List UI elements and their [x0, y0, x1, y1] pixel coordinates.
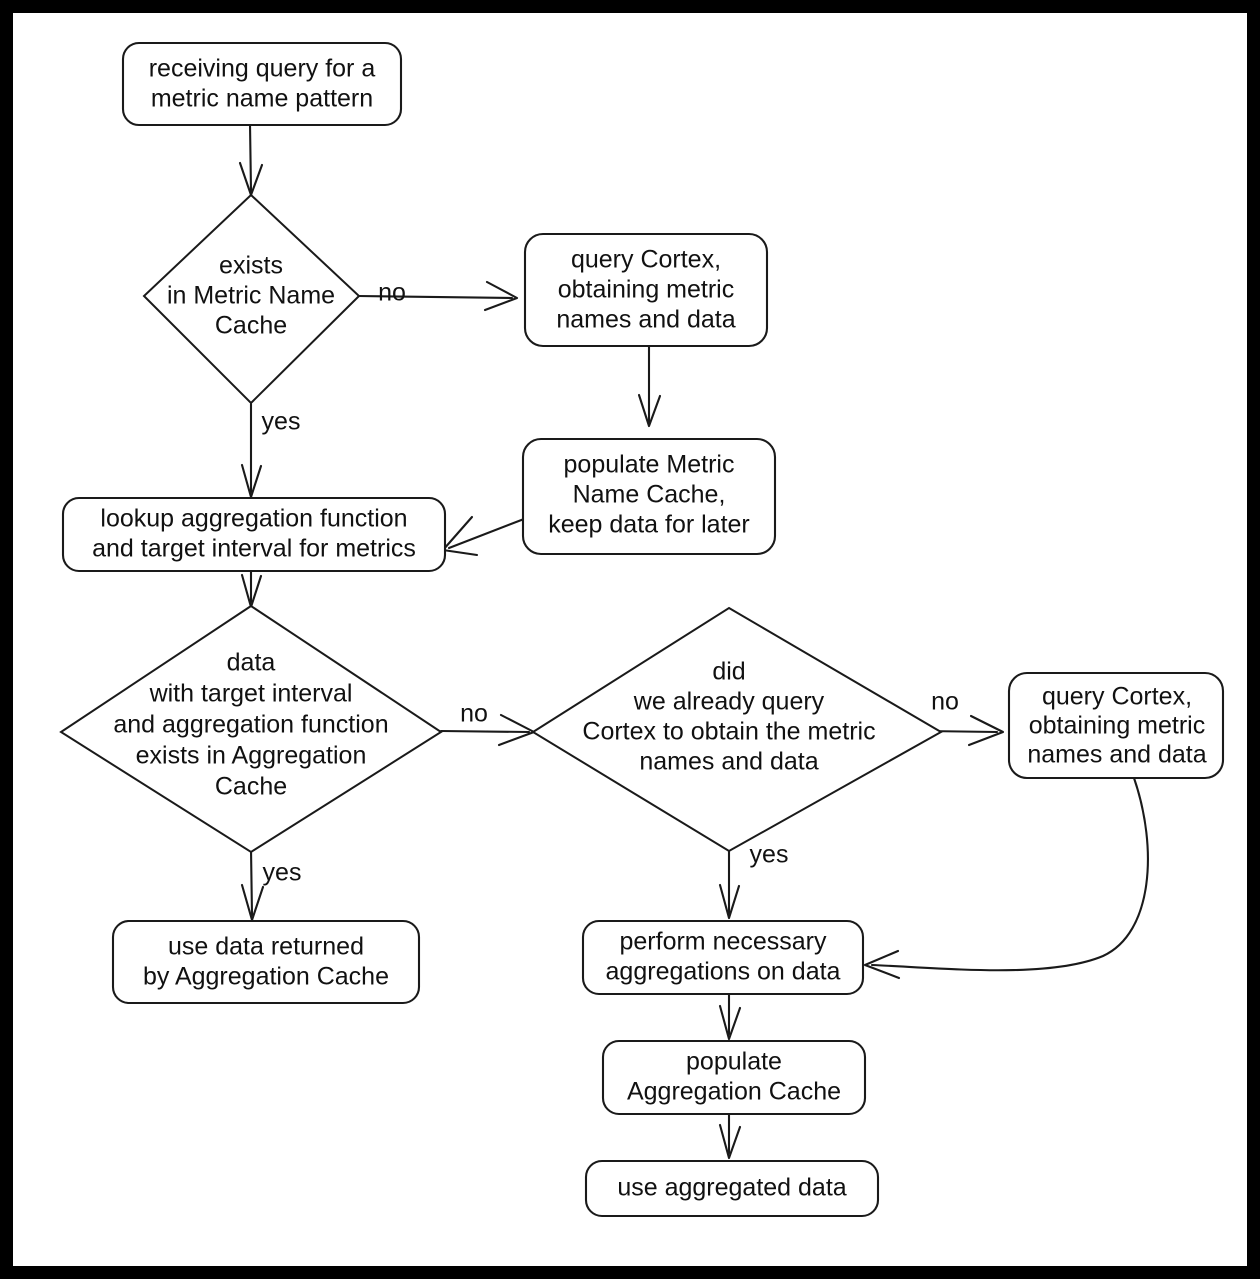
node-use-data-returned[interactable]: use data returned by Aggregation Cache [111, 919, 421, 1005]
node-query-cortex-bottom-line-2: names and data [1027, 741, 1206, 769]
node-populate-mnc-line-0: populate Metric [564, 451, 735, 479]
node-exists-aggregation-cache-shape [59, 604, 443, 854]
node-perform-agg-line-1: aggregations on data [606, 958, 841, 986]
node-lookup-aggregation[interactable]: lookup aggregation function and target i… [61, 496, 447, 573]
node-exists-line-0: exists [219, 252, 283, 280]
node-query-cortex-top-line-1: obtaining metric [558, 276, 734, 304]
edge-populate-agg-cache-to-use-aggregated [718, 1112, 742, 1160]
node-use-aggregated-data-shape [584, 1159, 880, 1218]
edge-label-agg-cache-yes: yes [263, 859, 302, 887]
node-lookup-line-0: lookup aggregation function [100, 505, 407, 533]
node-use-aggregated-line-0: use aggregated data [617, 1174, 846, 1202]
node-perform-agg-line-0: perform necessary [619, 928, 827, 956]
node-populate-metric-name-cache[interactable]: populate Metric Name Cache, keep data fo… [521, 437, 777, 556]
node-exists-metric-name-cache-shape [142, 193, 361, 405]
node-agg-cache-line-1: with target interval [149, 680, 353, 708]
node-already-query-line-0: did [712, 658, 745, 686]
node-already-query-line-2: Cortex to obtain the metric [582, 718, 875, 746]
node-lookup-line-1: and target interval for metrics [92, 535, 416, 563]
node-did-we-already-query-shape [531, 606, 944, 853]
node-query-cortex-bottom-shape [1007, 671, 1225, 780]
edge-query-cortex-bottom-to-perform-agg [863, 776, 1149, 980]
node-populate-agg-line-1: Aggregation Cache [627, 1078, 841, 1106]
node-query-cortex-top[interactable]: query Cortex, obtaining metric names and… [523, 232, 769, 348]
edge-exists-yes-to-lookup [240, 402, 263, 499]
node-lookup-aggregation-shape [61, 496, 447, 573]
node-populate-metric-name-cache-shape [521, 437, 777, 556]
node-query-cortex-top-line-0: query Cortex, [571, 246, 721, 274]
node-query-cortex-bottom-line-1: obtaining metric [1029, 712, 1205, 740]
edge-populate-cache-to-lookup [441, 515, 526, 557]
edge-label-already-query-no: no [931, 688, 959, 716]
edge-start-to-exists [238, 122, 264, 197]
edge-label-exists-yes: yes [262, 408, 301, 436]
edge-exists-no-to-query-cortex [356, 280, 519, 312]
edge-perform-agg-to-populate-agg-cache [718, 992, 742, 1041]
node-start-line-0: receiving query for a [149, 55, 376, 83]
node-already-query-line-1: we already query [633, 688, 825, 716]
node-exists-metric-name-cache[interactable]: exists in Metric Name Cache [142, 193, 361, 405]
node-start-line-1: metric name pattern [151, 85, 373, 113]
node-exists-line-1: in Metric Name [167, 282, 335, 310]
node-populate-mnc-line-2: keep data for later [548, 511, 750, 539]
node-populate-mnc-line-1: Name Cache, [573, 481, 726, 509]
node-agg-cache-line-3: exists in Aggregation [136, 742, 367, 770]
node-perform-aggregations[interactable]: perform necessary aggregations on data [581, 919, 865, 996]
node-query-cortex-bottom[interactable]: query Cortex, obtaining metric names and… [1007, 671, 1225, 780]
node-use-aggregated-data[interactable]: use aggregated data [584, 1159, 880, 1218]
node-populate-agg-line-0: populate [686, 1048, 782, 1076]
edge-label-exists-no: no [378, 279, 406, 307]
node-exists-line-2: Cache [215, 312, 287, 340]
node-query-cortex-bottom-line-0: query Cortex, [1042, 683, 1192, 711]
node-use-data-line-0: use data returned [168, 933, 364, 961]
node-exists-aggregation-cache[interactable]: data with target interval and aggregatio… [59, 604, 443, 854]
node-agg-cache-line-2: and aggregation function [113, 711, 388, 739]
diagram-canvas: no yes no yes no yes receiving query for… [13, 13, 1247, 1266]
node-use-data-returned-shape [111, 919, 421, 1005]
node-start[interactable]: receiving query for a metric name patter… [121, 41, 403, 127]
node-populate-aggregation-cache-shape [601, 1039, 867, 1116]
node-perform-aggregations-shape [581, 919, 865, 996]
node-query-cortex-top-line-2: names and data [556, 306, 735, 334]
node-agg-cache-line-4: Cache [215, 773, 287, 801]
node-use-data-line-1: by Aggregation Cache [143, 963, 389, 991]
edge-agg-cache-yes-to-use-data [240, 847, 265, 922]
edge-label-agg-cache-no: no [460, 700, 488, 728]
node-start-shape [121, 41, 403, 127]
edge-label-already-query-yes: yes [750, 841, 789, 869]
node-agg-cache-line-0: data [227, 649, 276, 677]
edge-already-query-yes-to-perform-agg [718, 846, 741, 920]
node-did-we-already-query[interactable]: did we already query Cortex to obtain th… [531, 606, 944, 853]
node-already-query-line-3: names and data [639, 748, 818, 776]
node-populate-aggregation-cache[interactable]: populate Aggregation Cache [601, 1039, 867, 1116]
edge-lookup-to-agg-cache [240, 569, 263, 609]
flowchart-svg: no yes no yes no yes receiving query for… [59, 41, 1225, 1218]
edge-query-cortex-to-populate-cache [637, 344, 662, 428]
node-query-cortex-top-shape [523, 232, 769, 348]
